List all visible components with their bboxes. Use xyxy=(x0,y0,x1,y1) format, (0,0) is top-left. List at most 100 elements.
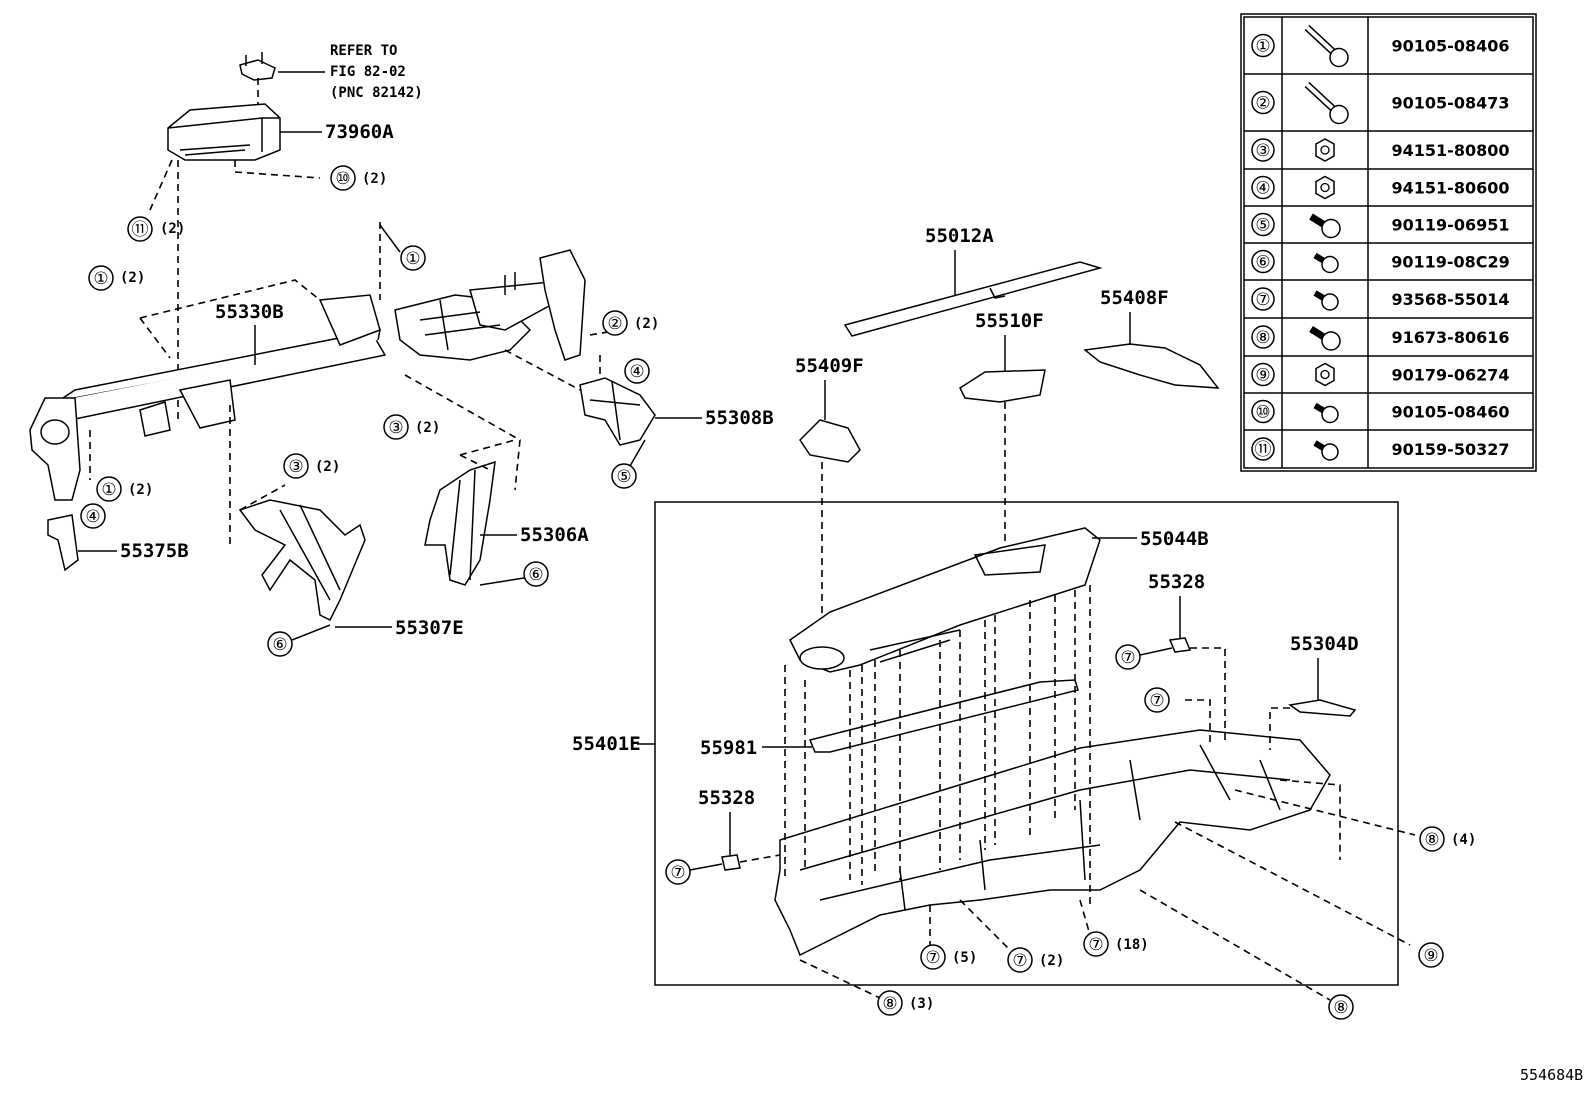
svg-text:④: ④ xyxy=(629,362,644,382)
fastener-ref: ③ xyxy=(1255,141,1270,161)
callout-4-left: ④ xyxy=(80,503,106,529)
svg-text:⑧: ⑧ xyxy=(1424,830,1439,850)
part-label-55510F: 55510F xyxy=(975,310,1044,332)
callout-7-e: ⑦ (2) xyxy=(1007,947,1064,973)
fastener-ref: ⑧ xyxy=(1255,328,1270,348)
fastener-row: ⑥ 90119-08C29 xyxy=(1251,249,1510,274)
bolt-icon xyxy=(1309,326,1341,351)
fastener-ref: ⑪ xyxy=(1255,440,1272,460)
callout-3-left: ③ (2) xyxy=(283,453,340,479)
svg-text:⑦: ⑦ xyxy=(925,948,940,968)
fastener-part-number: 93568-55014 xyxy=(1392,290,1510,309)
part-label-55044B: 55044B xyxy=(1140,528,1209,550)
fastener-part-number: 94151-80800 xyxy=(1392,141,1510,160)
svg-text:(18): (18) xyxy=(1115,937,1149,953)
callout-circle xyxy=(1251,287,1275,311)
bracket-55375B xyxy=(47,514,79,572)
svg-text:(2): (2) xyxy=(415,420,440,436)
callout-circle xyxy=(1251,212,1275,237)
screw-icon xyxy=(1313,252,1339,274)
svg-text:①: ① xyxy=(93,269,108,289)
refer-note-line3: (PNC 82142) xyxy=(330,85,423,101)
callout-7-f: ⑦ (18) xyxy=(1083,931,1149,957)
svg-text:⑦: ⑦ xyxy=(1149,691,1164,711)
retainer-55981 xyxy=(808,679,1079,753)
brace-55306A xyxy=(424,460,496,586)
part-label-55375B: 55375B xyxy=(120,540,189,562)
svg-text:①: ① xyxy=(405,249,420,269)
svg-text:⑦: ⑦ xyxy=(1120,648,1135,668)
callout-circle xyxy=(1251,399,1275,424)
fastener-ref: ⑥ xyxy=(1255,253,1270,273)
callout-1-left: ① (2) xyxy=(88,265,145,291)
callout-1-bottom: ① (2) xyxy=(96,476,153,502)
cover-55408F xyxy=(1083,343,1220,389)
svg-text:⑩: ⑩ xyxy=(335,169,350,189)
cover-55510F xyxy=(959,369,1046,403)
svg-text:(3): (3) xyxy=(909,996,934,1012)
svg-text:(2): (2) xyxy=(120,270,145,286)
nut-icon xyxy=(1315,175,1335,200)
fastener-ref: ⑦ xyxy=(1255,290,1270,310)
fastener-ref: ⑨ xyxy=(1255,366,1270,386)
callout-circle xyxy=(1251,175,1275,200)
nut-icon xyxy=(1315,138,1335,162)
part-label-55401E: 55401E xyxy=(572,733,641,755)
callout-2: ② (2) xyxy=(602,310,659,336)
bolt-icon xyxy=(1309,213,1341,239)
callout-circle xyxy=(1251,33,1275,58)
fastener-ref: ① xyxy=(1255,37,1270,57)
callout-circle xyxy=(1251,325,1275,349)
svg-text:③: ③ xyxy=(388,418,403,438)
svg-text:(4): (4) xyxy=(1451,832,1476,848)
part-label-55330B: 55330B xyxy=(215,301,284,323)
part-label-55306A: 55306A xyxy=(520,524,589,546)
svg-text:(5): (5) xyxy=(952,950,977,966)
callout-1-top: ① xyxy=(379,224,426,271)
bracket-55308B xyxy=(579,377,656,446)
svg-text:⑪: ⑪ xyxy=(132,220,149,240)
fastener-ref: ④ xyxy=(1255,179,1270,199)
brace-55307E xyxy=(238,499,366,622)
part-label-73960A: 73960A xyxy=(325,121,394,143)
refer-note-line2: FIG 82-02 xyxy=(330,64,406,80)
callout-circle xyxy=(1251,138,1275,162)
svg-text:(2): (2) xyxy=(315,459,340,475)
callout-7-c: ⑦ xyxy=(665,859,723,885)
dash-upper-pad-55044B xyxy=(789,527,1101,673)
screw-icon xyxy=(1313,402,1339,424)
callout-8-b: ⑧ (3) xyxy=(877,990,934,1016)
part-label-55307E: 55307E xyxy=(395,617,464,639)
svg-text:④: ④ xyxy=(85,507,100,527)
fastener-part-number: 90119-08C29 xyxy=(1391,253,1510,272)
callout-3-right: ③ (2) xyxy=(383,414,440,440)
fastener-part-number: 90159-50327 xyxy=(1392,440,1510,459)
callout-11: ⑪ (2) xyxy=(127,216,185,242)
long-bolt-icon xyxy=(1304,24,1349,68)
svg-text:⑦: ⑦ xyxy=(1012,951,1027,971)
fastener-ref: ⑤ xyxy=(1255,216,1270,236)
svg-text:(2): (2) xyxy=(160,221,185,237)
part-label-55012A: 55012A xyxy=(925,225,994,247)
screw-icon xyxy=(1313,440,1339,461)
refer-note-line1: REFER TO xyxy=(330,43,397,59)
svg-text:(2): (2) xyxy=(1039,953,1064,969)
svg-text:⑨: ⑨ xyxy=(1423,946,1438,966)
part-label-55409F: 55409F xyxy=(795,355,864,377)
cover-55409F xyxy=(799,419,861,463)
svg-text:(2): (2) xyxy=(128,482,153,498)
panel-55012A xyxy=(843,261,1103,337)
part-label-55304D: 55304D xyxy=(1290,633,1359,655)
callout-circle xyxy=(1251,437,1275,461)
fastener-row: ③ 94151-80800 xyxy=(1251,138,1510,162)
callout-circle xyxy=(1251,249,1275,274)
instrument-panel-reinforcement-55330B xyxy=(29,249,586,501)
svg-text:②: ② xyxy=(607,314,622,334)
clip-55328-upper xyxy=(1168,637,1192,653)
